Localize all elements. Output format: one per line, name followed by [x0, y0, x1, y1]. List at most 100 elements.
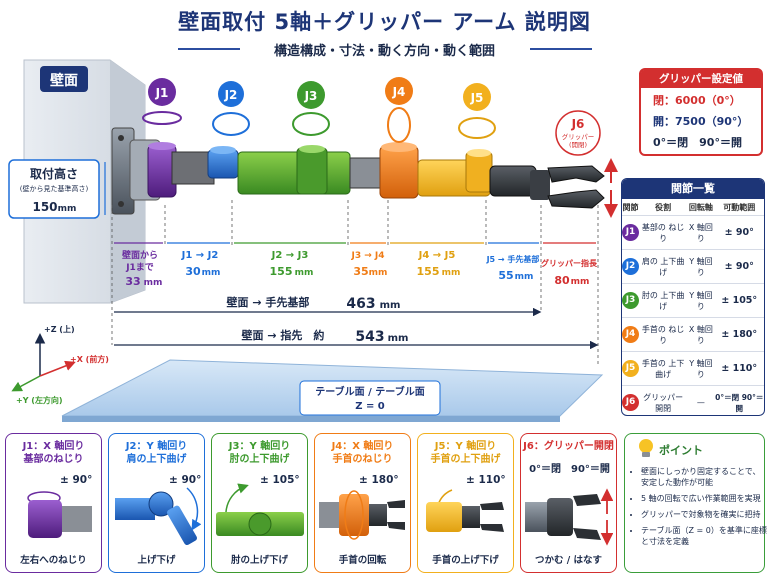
table-header: 関節: [622, 199, 639, 216]
panel-title: J1：X 軸回り基部のねじり: [22, 441, 85, 465]
lightbulb-icon: [639, 439, 653, 457]
joint-range: 0°＝閉 90°＝開: [714, 385, 764, 415]
panel-range: 0°＝閉 90°＝開: [529, 464, 610, 475]
gripper-close-value: 閉：6000（0°）: [653, 94, 741, 107]
panel-j2-illustration: [115, 487, 201, 546]
panel-range: ± 90°: [169, 474, 202, 486]
list-item: グリッパーで対象物を確実に把持: [641, 509, 767, 520]
panel-caption: 左右へのねじり: [20, 555, 87, 566]
badge-j4-text: J4: [392, 85, 406, 99]
mount-height-box: [8, 159, 100, 219]
panel-j4: J4：X 軸回り手首のねじり ± 180° 手首の回転: [314, 433, 411, 573]
page-subtitle: 構造構成・寸法・動く方向・動く範囲: [273, 44, 495, 59]
table-row: J2 肩の 上下曲げ Y 軸回り ± 90°: [622, 249, 764, 284]
panel-j1: J1：X 軸回り基部のねじり ± 90° 左右へのねじり: [5, 433, 102, 573]
segment-value: 155: [270, 265, 293, 278]
list-item: 壁面にしっかり固定することで、安定した動作が可能: [641, 466, 767, 488]
panel-j6: J6：グリッパー開閉 0°＝閉 90°＝開 つかむ / はなす: [520, 433, 617, 573]
subtitle-rule-right: [530, 48, 592, 50]
panel-j2: J2：Y 軸回り肩の上下曲げ ± 90° 上げ下げ: [108, 433, 205, 573]
panel-range: ± 90°: [60, 474, 93, 486]
badge-j4: [385, 77, 413, 105]
joint-range: ± 180°: [714, 317, 764, 352]
joint-axis: Y 軸回り: [687, 351, 715, 386]
panel-caption: 上げ下げ: [137, 555, 176, 566]
panel-caption: 手首の回転: [338, 555, 387, 566]
gripper-open-value: 開：7500（90°）: [653, 115, 749, 128]
joint-range: ± 90°: [714, 249, 764, 284]
wall-label: 壁面: [50, 72, 78, 89]
badge-j2: [218, 81, 244, 107]
segment-value: 33: [125, 275, 140, 288]
axis-x-label: +X (前方): [70, 354, 109, 364]
badge-j3-text: J3: [304, 89, 318, 103]
panel-title: J5：Y 軸回り手首の上下曲げ: [430, 441, 501, 465]
joint-badge: J2: [622, 258, 639, 275]
panel-caption: 手首の上げ下げ: [432, 555, 499, 566]
coordinate-axes: [11, 333, 76, 392]
segment-unit: mm: [515, 272, 534, 282]
segment-label: J3 → J4: [350, 251, 384, 261]
table-surface-value: Z = 0: [355, 401, 385, 412]
joint-role: 手首の 上下曲げ: [639, 351, 688, 386]
gripper-settings-title: グリッパー設定値: [641, 70, 761, 88]
segment-value: 55: [498, 269, 513, 282]
joint-role: 肩の 上下曲げ: [639, 249, 688, 284]
j5-rotation-ring: [458, 117, 496, 139]
panel-j6-illustration: [525, 488, 613, 546]
panel-range: ± 180°: [359, 474, 399, 486]
table-row: J3 肘の 上下曲げ Y 軸回り ± 105°: [622, 283, 764, 318]
joint-axis: Y 軸回り: [687, 249, 715, 284]
panel-range: ± 110°: [466, 474, 506, 486]
segment-label: J2 → J3: [271, 250, 309, 261]
panel-j3: J3：Y 軸回り肘の上下曲げ ± 105° 肘の上げ下げ: [211, 433, 308, 573]
joint-j4-body: [349, 142, 419, 199]
joint-axis: X 軸回り: [687, 317, 715, 352]
badge-j6-sub2: (開閉): [569, 141, 587, 149]
table-surface-box: [299, 380, 441, 416]
panel-j5-illustration: [426, 489, 504, 532]
joint-axis: —: [687, 385, 715, 415]
segment-unit: mm: [442, 268, 461, 278]
j4-rotation-ring: [387, 107, 411, 143]
segment-unit: mm: [369, 268, 388, 278]
mount-title: 取付高さ: [30, 166, 78, 181]
total-label: 壁面 → 手先基部: [227, 295, 310, 309]
joint-badge: J4: [622, 326, 639, 343]
badge-j5: [463, 83, 491, 111]
joint-range: ± 105°: [714, 283, 764, 318]
joint-badge: J1: [622, 224, 639, 241]
table-header: 役割: [639, 199, 688, 216]
table-row: J1 基部の ねじり X 軸回り ± 90°: [622, 215, 764, 250]
joint-role: 基部の ねじり: [639, 215, 688, 250]
joint-role: 手首の ねじり: [639, 317, 688, 352]
badge-j1-text: J1: [155, 86, 169, 100]
badge-j5-text: J5: [470, 91, 484, 105]
panel-title: J4：X 軸回り手首のねじり: [331, 441, 394, 465]
j1-rotation-ring: [142, 111, 182, 125]
total-value: 543: [355, 329, 384, 345]
segment-label: J1まで: [125, 262, 154, 273]
badge-j6: [555, 110, 601, 156]
axis-z-label: +Z (上): [44, 324, 75, 334]
gripper-settings-box: グリッパー設定値 閉：6000（0°） 開：7500（90°） 0°＝閉 90°…: [639, 68, 763, 156]
segment-value: 35: [353, 265, 368, 278]
panel-j5: J5：Y 軸回り手首の上下曲げ ± 110° 手首の上げ下げ: [417, 433, 514, 573]
mount-unit: mm: [58, 204, 77, 214]
badge-j6-text: J6: [571, 117, 585, 131]
mount-value: 150: [32, 200, 57, 214]
gripper-rule: 0°＝閉 90°＝開: [653, 136, 742, 149]
list-item: テーブル面（Z = 0）を基準に座標と寸法を定義: [641, 525, 767, 547]
joint-table-title: 関節一覧: [622, 179, 764, 199]
mount-note: (壁から見た基準高さ): [20, 184, 89, 193]
segment-value: 30: [185, 265, 201, 278]
segment-unit: mm: [295, 268, 314, 278]
badge-j1: [148, 78, 176, 106]
panel-range: ± 105°: [260, 474, 300, 486]
table-header: 可動範囲: [714, 199, 764, 216]
joint-role: グリッパー 開閉: [639, 385, 688, 415]
total-unit: mm: [388, 333, 409, 344]
badge-j2-text: J2: [224, 88, 238, 102]
segment-label: グリッパー指長: [541, 258, 598, 268]
joint-axis: X 軸回り: [687, 215, 715, 250]
